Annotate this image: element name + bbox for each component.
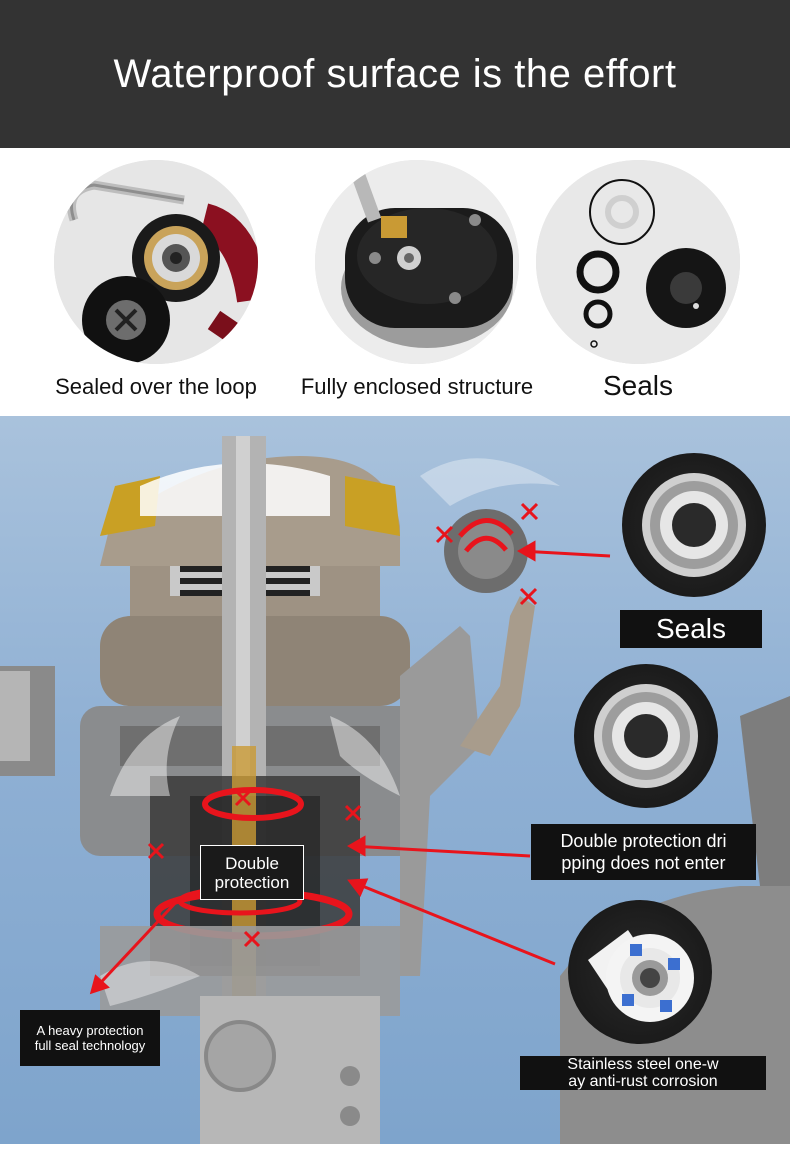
bearing-icon: [594, 684, 698, 788]
seals-photo: [536, 160, 740, 364]
seal-bearing-photo: [622, 453, 766, 597]
seals-label: Seals: [620, 610, 762, 648]
cutaway-diagram: Seals Double protection dri pping does n…: [0, 416, 790, 1144]
page-title: Waterproof surface is the effort: [113, 51, 677, 96]
feature-sealed-loop: Sealed over the loop: [26, 148, 286, 416]
bottom-margin: [0, 1144, 790, 1149]
enclosed-housing-image: [315, 160, 519, 364]
bail-roller-image: [54, 160, 258, 364]
double-protection-label: Double protection: [200, 845, 304, 900]
header-banner: Waterproof surface is the effort: [0, 0, 790, 148]
stainless-steel-label: Stainless steel one-w ay anti-rust corro…: [520, 1056, 766, 1090]
seals-caption: Seals: [602, 370, 674, 401]
bearing-icon: [642, 473, 746, 577]
enclosed-structure-caption: Fully enclosed structure: [300, 374, 534, 399]
sealed-loop-caption: Sealed over the loop: [55, 374, 257, 399]
one-way-clutch-icon: [588, 930, 694, 1022]
feature-row: Sealed over the loop Fully enclosed stru…: [0, 148, 790, 416]
enclosed-structure-photo: [315, 160, 519, 364]
sealed-loop-photo: [54, 160, 258, 364]
one-way-bearing-photo: [568, 900, 712, 1044]
seal-rings-image: [536, 160, 740, 364]
double-protection-drip-label: Double protection dri pping does not ent…: [531, 824, 756, 880]
heavy-protection-label: A heavy protection full seal technology: [20, 1010, 160, 1066]
feature-enclosed-structure: Fully enclosed structure: [287, 148, 547, 416]
drip-bearing-photo: [574, 664, 718, 808]
feature-seals: Seals: [508, 148, 768, 416]
